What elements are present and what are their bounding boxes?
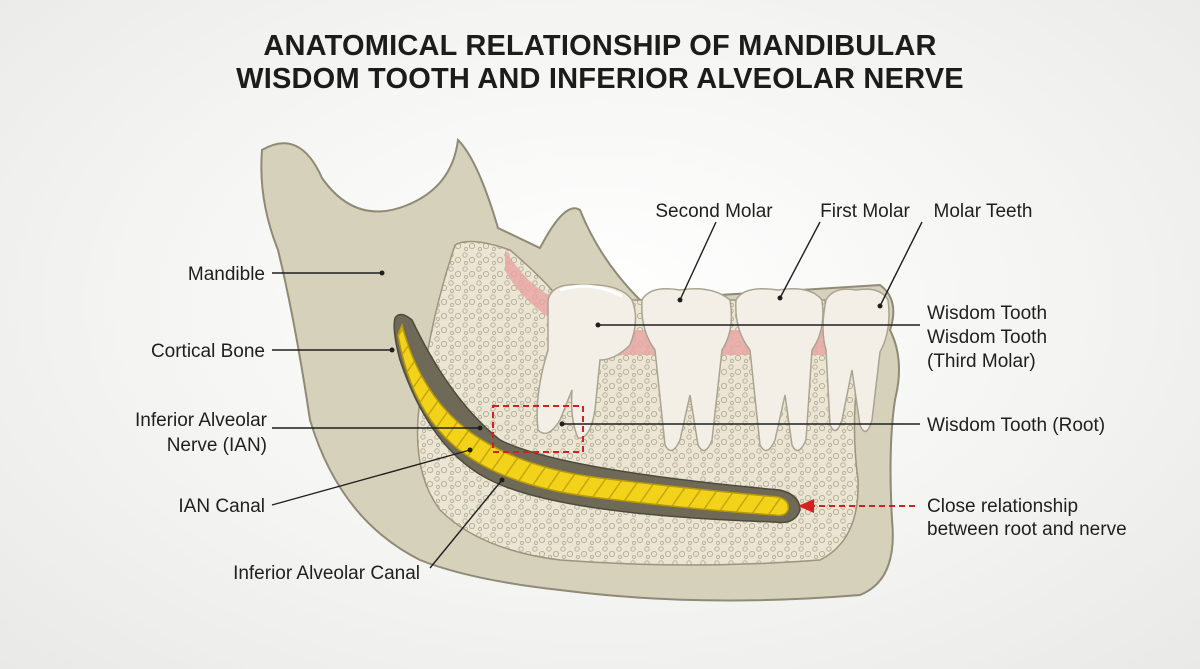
mandible-leader-dot <box>379 270 385 276</box>
label-wisdom-tooth-2: Wisdom Tooth <box>927 327 1047 348</box>
label-inferior-alveolar-canal: Inferior Alveolar Canal <box>233 563 420 584</box>
label-mandible: Mandible <box>188 264 265 285</box>
label-first-molar: First Molar <box>820 201 910 222</box>
second-molar-leader <box>679 221 717 301</box>
label-third-molar: (Third Molar) <box>927 351 1036 372</box>
label-second-molar: Second Molar <box>655 201 773 222</box>
first-molar-leader-dot <box>777 295 783 301</box>
wisdom-tooth-leader-dot <box>595 322 601 328</box>
inferior-alveolar-canal-leader-dot <box>499 477 505 483</box>
ian-leader-dot <box>477 425 483 431</box>
molar-teeth-leader-dot <box>877 303 883 309</box>
label-cortical-bone: Cortical Bone <box>151 341 265 362</box>
diagram-title: ANATOMICAL RELATIONSHIP OF MANDIBULAR WI… <box>0 30 1200 96</box>
inferior-alveolar-nerve <box>397 322 790 517</box>
label-wisdom-tooth: Wisdom Tooth <box>927 303 1047 324</box>
label-molar-teeth: Molar Teeth <box>934 201 1033 222</box>
label-ian-canal: IAN Canal <box>178 496 265 517</box>
title-line-1: ANATOMICAL RELATIONSHIP OF MANDIBULAR <box>263 30 937 62</box>
first-molar <box>735 288 824 452</box>
second-molar <box>641 288 733 452</box>
cortical-bone-leader-dot <box>389 347 395 353</box>
label-wisdom-tooth-root: Wisdom Tooth (Root) <box>927 415 1105 436</box>
root-nerve-highlight-box <box>492 405 584 453</box>
label-close-relationship-line1: Close relationship <box>927 496 1078 517</box>
inferior-alveolar-canal-leader <box>429 479 503 569</box>
close-relationship-arrowhead <box>798 499 814 513</box>
label-ian-line1: Inferior Alveolar <box>135 410 268 431</box>
first-molar-leader <box>779 221 821 299</box>
title-line-2: WISDOM TOOTH AND INFERIOR ALVEOLAR NERVE <box>236 63 964 95</box>
ian-canal-leader-dot <box>467 447 473 453</box>
wisdom-root-leader-dot <box>559 421 565 427</box>
ian-canal-leader <box>271 449 471 506</box>
label-ian-line2: Nerve (IAN) <box>167 435 267 456</box>
molar-teeth-leader <box>879 221 923 307</box>
wisdom-tooth <box>536 283 637 439</box>
second-molar-leader-dot <box>677 297 683 303</box>
label-close-relationship-line2: between root and nerve <box>927 519 1127 540</box>
